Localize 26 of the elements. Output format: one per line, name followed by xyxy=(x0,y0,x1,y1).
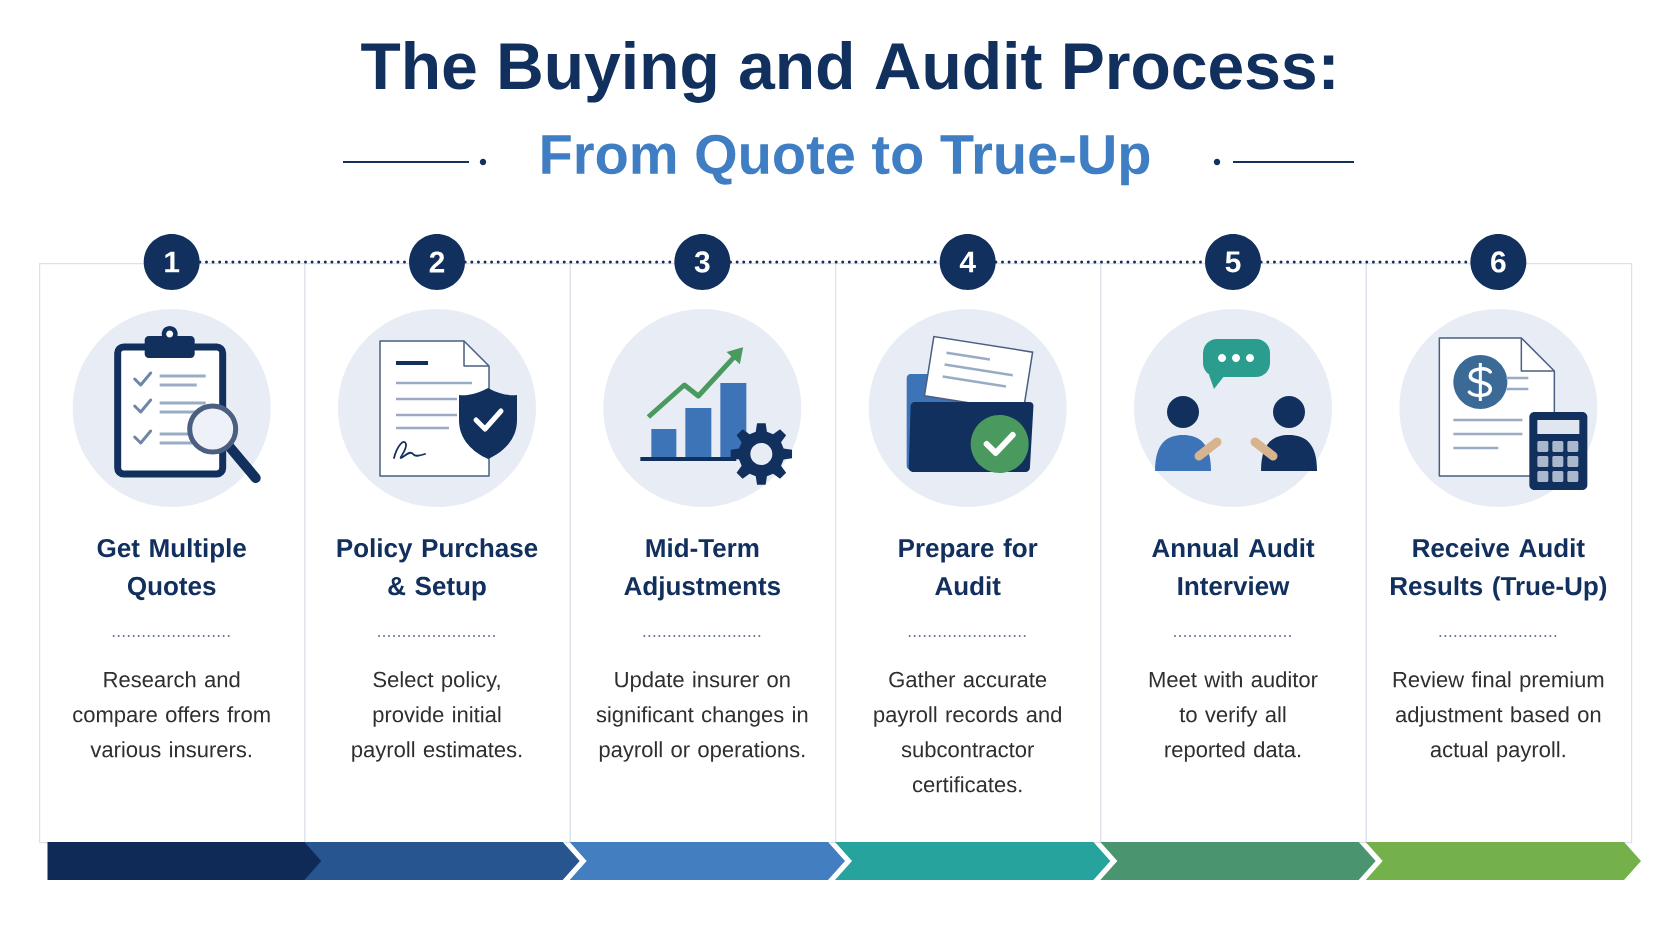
step-number: 5 xyxy=(1205,234,1261,290)
progress-segment xyxy=(47,842,323,880)
step-heading: Annual Audit Interview xyxy=(1152,538,1315,596)
progress-segment xyxy=(835,842,1111,880)
progress-segment xyxy=(1100,842,1376,880)
step-description: Review final premium adjustment based on actual payroll. xyxy=(1393,671,1604,762)
step-heading: Prepare for Audit xyxy=(899,538,1038,596)
step-number: 2 xyxy=(409,234,465,290)
step-heading: Mid-Term Adjustments xyxy=(624,538,780,601)
progress-segment xyxy=(569,842,845,880)
title: The Buying and Audit Process: xyxy=(361,41,1334,103)
progress-segment xyxy=(1365,842,1641,880)
step-heading: Policy Purchase & Setup xyxy=(337,538,538,601)
step-number: 1 xyxy=(143,234,200,290)
step-number: 3 xyxy=(674,234,731,290)
step-heading: Receive Audit Results (True-Up) xyxy=(1391,538,1607,601)
step-description: Update insurer on significant changes in payroll or operations. xyxy=(596,671,808,762)
subtitle: From Quote to True-Up xyxy=(542,134,1150,186)
step-description: Research and compare offers from various insurers. xyxy=(73,671,270,758)
step-description: Gather accurate payroll records and subcontractor certificates. xyxy=(874,671,1061,793)
progress-segment xyxy=(304,842,580,880)
step-description: Meet with auditor to verify all reported data. xyxy=(1149,671,1318,762)
step-heading: Get Multiple Quotes xyxy=(97,538,246,601)
step-number: 4 xyxy=(939,234,996,290)
step-description: Select policy, provide initial payroll estimates. xyxy=(352,671,522,762)
step-number: 6 xyxy=(1470,234,1527,290)
